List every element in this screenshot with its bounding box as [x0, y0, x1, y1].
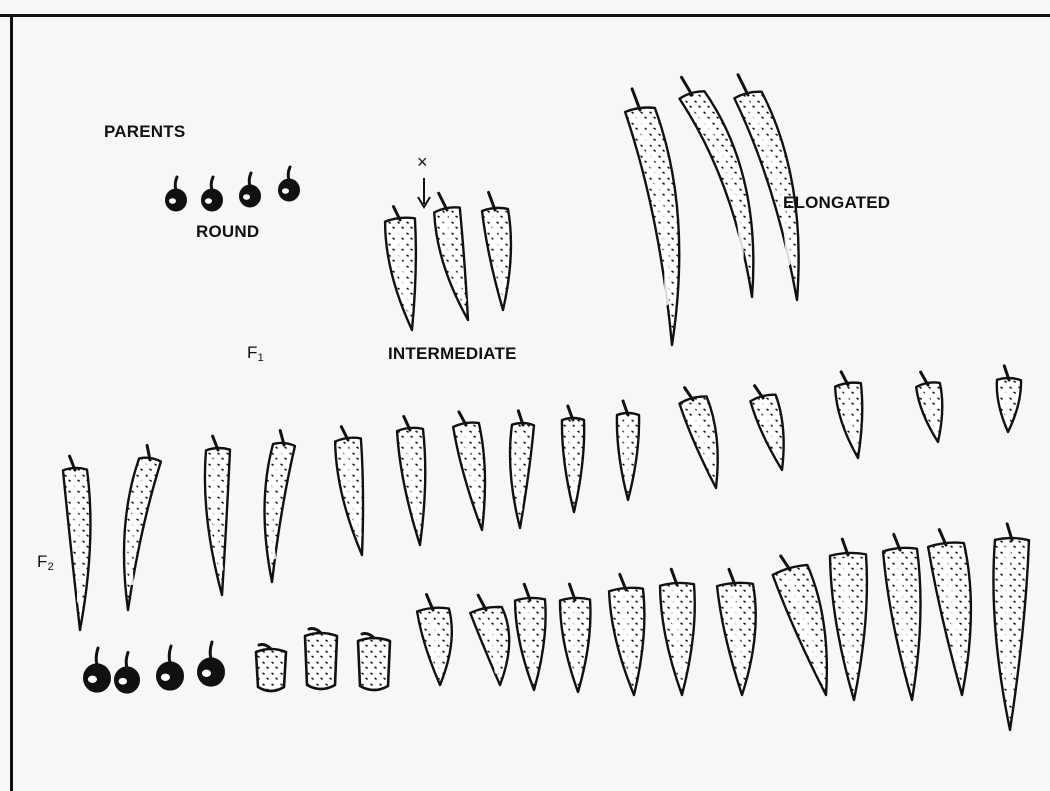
cross-symbol: × [417, 152, 428, 173]
f1-letter: F [247, 343, 258, 362]
f2-pepper-icon [750, 386, 783, 470]
parents-label: PARENTS [104, 122, 185, 142]
f2-pepper-icon [560, 584, 590, 692]
f2-pepper-icon [562, 406, 584, 512]
f2-pepper-icon [417, 595, 452, 685]
f2-pepper-icon [453, 412, 485, 530]
f2-pepper-icon [157, 646, 183, 690]
f2-pepper-icon [198, 642, 224, 686]
round-pepper-icon [166, 177, 186, 211]
f2-pepper-icon [205, 436, 230, 595]
f2-bottom-row-peppers [84, 524, 1029, 730]
f2-generation-label: F2 [37, 552, 54, 573]
intermediate-pepper-icon [482, 192, 511, 310]
f2-pepper-icon [617, 401, 639, 500]
round-label: ROUND [196, 222, 259, 242]
elongated-label: ELONGATED [783, 193, 890, 213]
elongated-pepper-icon [625, 89, 679, 345]
f2-pepper-icon [397, 416, 425, 545]
f2-pepper-icon [717, 569, 756, 695]
f2-pepper-icon [256, 645, 286, 692]
f2-pepper-icon [773, 556, 827, 695]
f2-pepper-icon [63, 456, 90, 630]
f2-pepper-icon [515, 584, 546, 690]
f2-pepper-icon [470, 595, 509, 685]
f1-generation-label: F1 [247, 343, 264, 364]
f2-letter: F [37, 552, 48, 571]
elongated-parent-peppers [625, 75, 799, 345]
intermediate-pepper-icon [385, 207, 416, 330]
f2-top-row-peppers [63, 366, 1021, 630]
f2-pepper-icon [835, 372, 862, 458]
f2-pepper-icon [115, 652, 139, 692]
intermediate-f1-peppers [385, 192, 511, 330]
f1-subscript: 1 [258, 352, 264, 364]
down-arrow-icon [418, 178, 430, 207]
f2-pepper-icon [660, 569, 695, 695]
f2-pepper-icon [609, 574, 644, 695]
f2-pepper-icon [358, 634, 390, 691]
f2-pepper-icon [335, 427, 363, 555]
f2-pepper-icon [993, 524, 1029, 730]
f2-pepper-icon [124, 445, 161, 610]
f2-subscript: 2 [48, 561, 54, 573]
round-parent-peppers [166, 167, 299, 211]
f2-pepper-icon [997, 366, 1021, 432]
round-pepper-icon [279, 167, 299, 201]
intermediate-pepper-icon [434, 193, 468, 320]
round-pepper-icon [240, 173, 260, 207]
f2-pepper-icon [928, 530, 971, 695]
round-pepper-icon [202, 177, 222, 211]
f2-pepper-icon [510, 411, 534, 528]
f2-pepper-icon [883, 534, 920, 700]
intermediate-label: INTERMEDIATE [388, 344, 517, 364]
f2-pepper-icon [830, 539, 867, 700]
f2-pepper-icon [84, 648, 110, 692]
f2-pepper-icon [305, 629, 337, 690]
f2-pepper-icon [679, 388, 717, 488]
f2-pepper-icon [265, 431, 295, 582]
f2-pepper-icon [916, 372, 942, 442]
